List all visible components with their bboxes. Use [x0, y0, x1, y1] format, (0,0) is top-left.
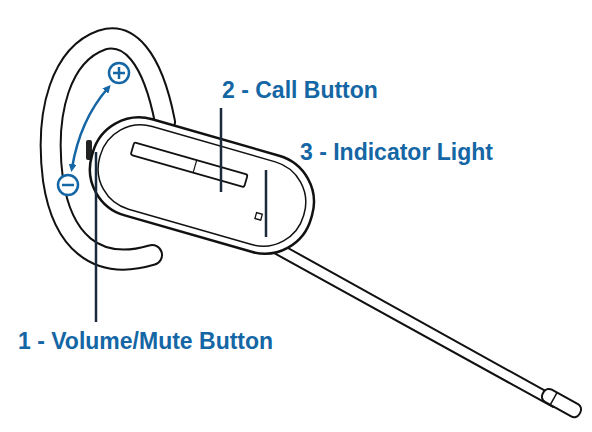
leader-line — [220, 108, 223, 192]
call-button — [131, 142, 248, 187]
headset-body — [79, 106, 326, 265]
plus-symbol — [109, 63, 129, 83]
indicator-light — [255, 213, 262, 220]
minus-symbol — [58, 175, 78, 195]
callout-label: 3 - Indicator Light — [300, 138, 493, 166]
leader-line — [95, 152, 98, 322]
volume-arrow — [72, 88, 108, 168]
leader-line — [265, 170, 268, 237]
callout-label: 1 - Volume/Mute Button — [18, 327, 273, 355]
boom-mic — [265, 238, 583, 419]
callout-label: 2 - Call Button — [222, 76, 378, 104]
